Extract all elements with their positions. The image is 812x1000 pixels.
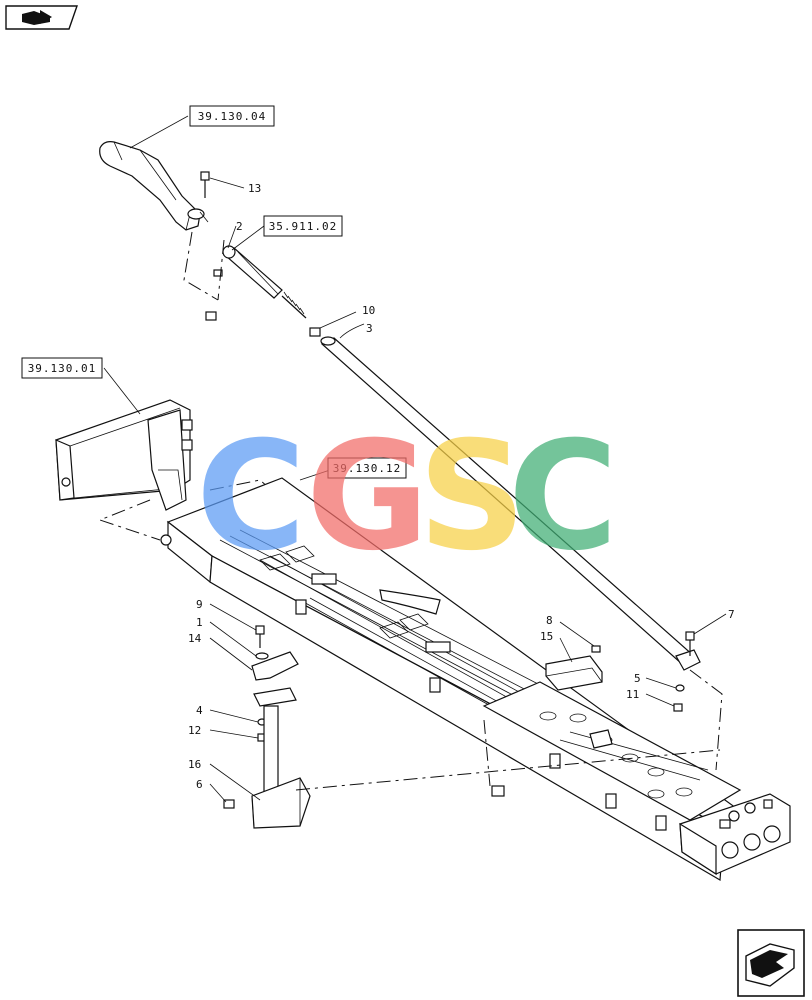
next-page-arrow-icon[interactable] xyxy=(737,929,805,997)
callout-5: 5 xyxy=(634,672,641,685)
ref-box-39-130-12[interactable]: 39.130.12 xyxy=(327,457,407,479)
upper-lever xyxy=(99,141,209,231)
bolt-7 xyxy=(685,631,695,656)
callout-12: 12 xyxy=(188,724,201,737)
callout-numbers: 13 2 10 3 7 8 15 5 11 9 1 14 4 12 16 6 xyxy=(188,182,735,791)
callout-4: 4 xyxy=(196,704,203,717)
leader-lines xyxy=(103,115,727,803)
bolt-13 xyxy=(200,171,210,198)
frame-nut xyxy=(491,785,505,797)
watermark-letter: S xyxy=(418,410,526,584)
callout-8: 8 xyxy=(546,614,553,627)
ref-label: 39.130.04 xyxy=(198,110,267,123)
watermark-letter: C xyxy=(508,410,618,584)
callout-16: 16 xyxy=(188,758,201,771)
watermark-letter: G xyxy=(306,410,429,584)
callout-6: 6 xyxy=(196,778,203,791)
washer-5 xyxy=(675,684,685,692)
left-bracket xyxy=(55,399,193,511)
tail-plate xyxy=(482,681,742,821)
stand-assembly xyxy=(223,625,311,829)
callout-2: 2 xyxy=(236,220,243,233)
book-arrow-icon[interactable] xyxy=(5,5,78,30)
ref-label: 39.130.01 xyxy=(28,362,97,375)
watermark-letter: C xyxy=(196,410,306,584)
callout-9: 9 xyxy=(196,598,203,611)
nut-10 xyxy=(309,327,321,337)
long-rod-3 xyxy=(320,336,701,671)
callout-1: 1 xyxy=(196,616,203,629)
ref-box-39-130-01[interactable]: 39.130.01 xyxy=(21,357,103,379)
callout-15: 15 xyxy=(540,630,553,643)
nut-11 xyxy=(673,703,683,712)
callout-7: 7 xyxy=(728,608,735,621)
rod-adjuster xyxy=(222,245,307,319)
ref-box-39-130-04[interactable]: 39.130.04 xyxy=(189,105,275,127)
lever-nut xyxy=(205,269,223,321)
rear-coupling xyxy=(679,793,791,876)
callout-11: 11 xyxy=(626,688,639,701)
watermark: C G S C xyxy=(196,410,618,584)
bracket-15 xyxy=(545,645,603,691)
ref-box-35-911-02[interactable]: 35.911.02 xyxy=(263,215,343,237)
callout-10: 10 xyxy=(362,304,375,317)
callout-14: 14 xyxy=(188,632,202,645)
ref-label: 35.911.02 xyxy=(269,220,338,233)
callout-13: 13 xyxy=(248,182,261,195)
ref-label: 39.130.12 xyxy=(333,462,402,475)
callout-3: 3 xyxy=(366,322,373,335)
